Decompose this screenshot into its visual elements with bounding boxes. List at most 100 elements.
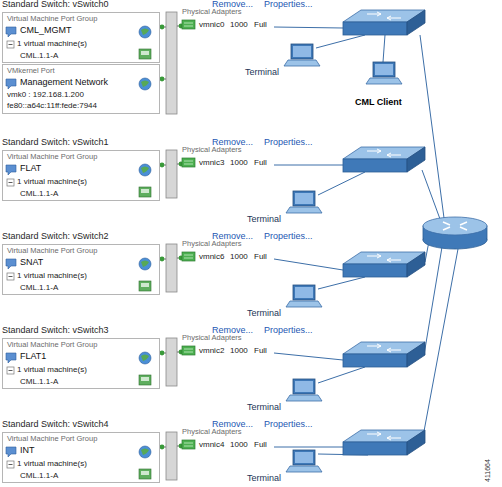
wire [274, 353, 343, 360]
switch-bar [166, 338, 177, 386]
network-icon [139, 26, 151, 38]
port-group-name: CML_MGMT [20, 26, 72, 36]
collapse-box [7, 461, 14, 468]
vm-icon [139, 187, 151, 197]
figure-number: 411664 [484, 459, 491, 482]
group-type: Virtual Machine Port Group [7, 341, 97, 349]
collapse-box [7, 273, 14, 280]
vm-icon [139, 49, 151, 59]
port-group-box: Virtual Machine Port GroupINT1 virtual m… [2, 432, 160, 483]
wire [424, 247, 442, 355]
properties-link: Properties... [264, 232, 313, 242]
port-icon [6, 165, 16, 175]
properties-link: Properties... [264, 420, 313, 430]
port-dot [160, 77, 165, 82]
network-icon-detail [141, 167, 149, 174]
properties-link: Properties... [264, 138, 313, 148]
switch-bar [166, 12, 177, 114]
wire [422, 249, 458, 442]
wire [274, 259, 343, 270]
physical-adapter-box: Physical Adaptersvmnic21000Full [178, 334, 278, 360]
nic-name: vmnic6 [199, 253, 224, 262]
wire [274, 165, 343, 166]
group-type: Virtual Machine Port Group [7, 153, 97, 161]
collapse-minus [9, 464, 13, 465]
port-group-name: INT [20, 446, 35, 456]
network-icon-detail [141, 449, 149, 456]
terminal-label: Terminal [247, 215, 281, 225]
terminal-node: Terminal [244, 285, 324, 321]
vswitch-panel: Standard Switch: vSwitch1Remove...Proper… [0, 138, 325, 202]
network-icon [139, 258, 151, 270]
nic-icon [182, 440, 195, 449]
wire [318, 367, 365, 383]
port-icon [6, 353, 16, 363]
vm-icon [139, 469, 151, 479]
vm-count: 1 virtual machine(s) [17, 272, 87, 281]
physical-adapter-box: Physical Adaptersvmnic61000Full [178, 240, 278, 266]
vm-count: 1 virtual machine(s) [17, 460, 87, 469]
network-icon [139, 78, 151, 90]
vm-icon [139, 281, 151, 291]
port-icon [6, 27, 16, 37]
port-dot [160, 445, 165, 450]
nic-icon-detail [184, 255, 193, 258]
vm-count: 1 virtual machine(s) [17, 40, 87, 49]
client-node: CML Client [350, 60, 425, 112]
nic-icon-detail [184, 349, 193, 352]
wire [274, 27, 343, 28]
duplex: Full [254, 347, 267, 356]
wire [420, 35, 444, 218]
vm-icon-detail [141, 51, 149, 55]
duplex: Full [254, 21, 267, 30]
ipv6-address: fe80::a64c:11ff:fede:7944 [7, 102, 97, 111]
nic-name: vmnic4 [199, 441, 224, 450]
link-speed: 1000 [230, 347, 248, 356]
port-dot [160, 257, 165, 262]
terminal-node: Terminal [242, 44, 322, 80]
port-group-box: Virtual Machine Port GroupSNAT1 virtual … [2, 244, 160, 295]
wire [422, 170, 440, 219]
duplex: Full [254, 253, 267, 262]
laptop-icon [366, 62, 402, 84]
port-dot [160, 163, 165, 168]
nic-icon-detail [184, 161, 193, 164]
switch-icon [343, 430, 425, 455]
adapter-heading: Physical Adapters [182, 428, 242, 436]
network-icon [139, 164, 151, 176]
terminal-label: Terminal [247, 309, 281, 319]
nic-icon-detail [184, 443, 193, 446]
adapter-heading: Physical Adapters [182, 8, 242, 16]
nic-name: vmnic3 [199, 159, 224, 168]
laptop-icon [286, 379, 322, 401]
switch-icon [343, 252, 425, 277]
physical-adapter-box: Physical Adaptersvmnic01000Full [178, 8, 278, 34]
switch-icon [343, 342, 425, 367]
vm-name: CML.1.1-A [20, 284, 58, 293]
network-icon-detail [141, 261, 149, 268]
graphic-part [443, 222, 467, 230]
vm-name: CML.1.1-A [20, 52, 58, 61]
terminal-node: Terminal [244, 191, 324, 227]
switch-title: Standard Switch: vSwitch0 [2, 0, 109, 10]
switch-bar [166, 244, 177, 292]
graphic-part [423, 217, 487, 235]
laptop-icon [284, 44, 320, 66]
vm-icon [139, 375, 151, 385]
vmkernel-port-box: VMkernel PortManagement Networkvmk0 : 19… [2, 64, 160, 114]
laptop-icon [286, 450, 322, 472]
nic-icon [182, 20, 195, 29]
nic-name: vmnic0 [199, 21, 224, 30]
collapse-minus [9, 370, 13, 371]
adapter-heading: Physical Adapters [182, 334, 242, 342]
vm-icon-detail [141, 471, 149, 475]
port-group-name: SNAT [20, 258, 43, 268]
ip-address: vmk0 : 192.168.1.200 [7, 91, 84, 100]
adapter-heading: Physical Adapters [182, 240, 242, 248]
switch-icon [343, 147, 425, 172]
laptop-icon [286, 285, 322, 307]
port-icon [6, 259, 16, 269]
nic-icon-detail [184, 23, 193, 26]
vm-name: CML.1.1-A [20, 190, 58, 199]
